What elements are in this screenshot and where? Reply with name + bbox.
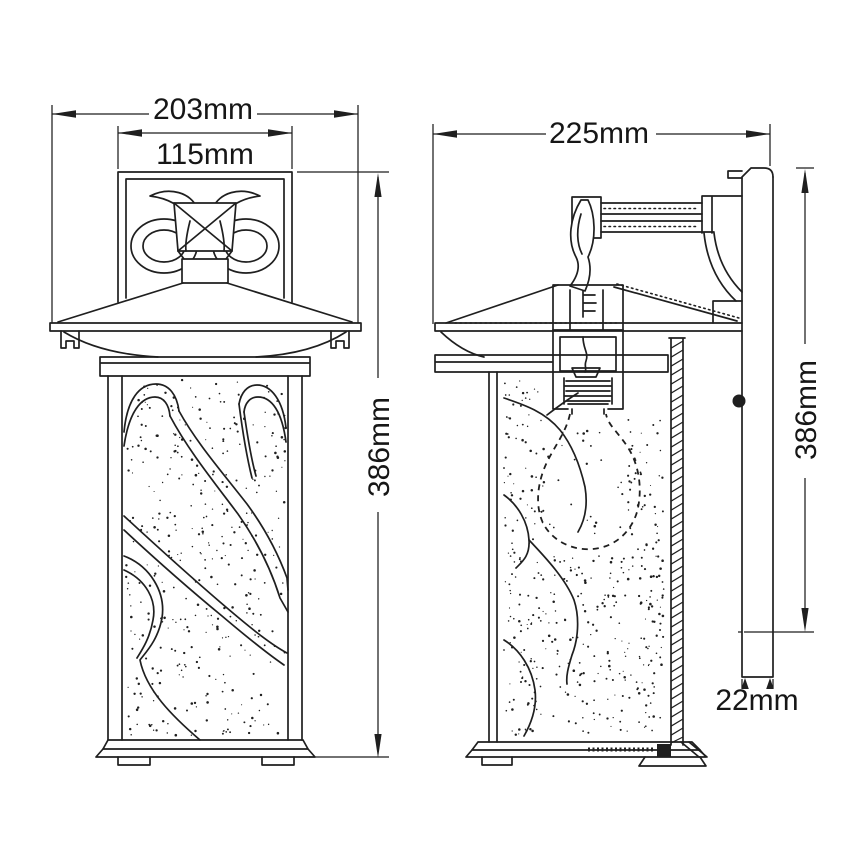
side-branch-overlay — [503, 392, 588, 737]
front-finial — [130, 190, 280, 284]
front-branch-overlay — [123, 383, 289, 741]
front-lantern-body — [49, 171, 362, 766]
side-finial — [569, 199, 595, 292]
side-wall-bracket — [701, 195, 743, 324]
side-wall-backplate — [727, 167, 774, 678]
dim-label-side-backplate-depth: 22mm — [715, 684, 798, 717]
dim-label-front-height: 386mm — [363, 397, 396, 497]
side-dim-overall-depth: 225mm — [432, 117, 771, 324]
side-view: 225mm 386mm 22mm — [432, 117, 823, 767]
front-dim-cupola-width: 115mm — [117, 126, 293, 171]
side-glass-stipple-lower — [547, 555, 665, 734]
side-dim-backplate-depth: 22mm — [715, 678, 799, 717]
dim-label-side-height: 386mm — [790, 360, 823, 460]
side-socket-housing — [552, 329, 624, 415]
side-glass-stipple-bulb — [541, 429, 634, 535]
side-base-nut — [657, 744, 671, 757]
front-view: 203mm 115mm 386mm — [49, 93, 396, 766]
side-mounting-screw — [732, 394, 746, 408]
dim-label-side-overall-depth: 225mm — [549, 117, 649, 150]
side-base — [465, 741, 708, 767]
side-mounting-arm — [600, 202, 703, 233]
front-dim-height: 386mm — [297, 171, 396, 758]
dim-label-front-overall-width: 203mm — [153, 93, 253, 126]
side-support-rod — [668, 337, 686, 746]
front-dim-overall-width: 203mm — [51, 93, 359, 323]
side-glass-stipple-right — [627, 418, 664, 551]
dim-label-front-cupola-width: 115mm — [156, 138, 254, 171]
side-glass-stipple — [503, 380, 547, 736]
side-light-bulb — [537, 413, 641, 551]
side-lantern-body — [434, 167, 774, 767]
side-dim-height: 386mm — [744, 167, 823, 633]
